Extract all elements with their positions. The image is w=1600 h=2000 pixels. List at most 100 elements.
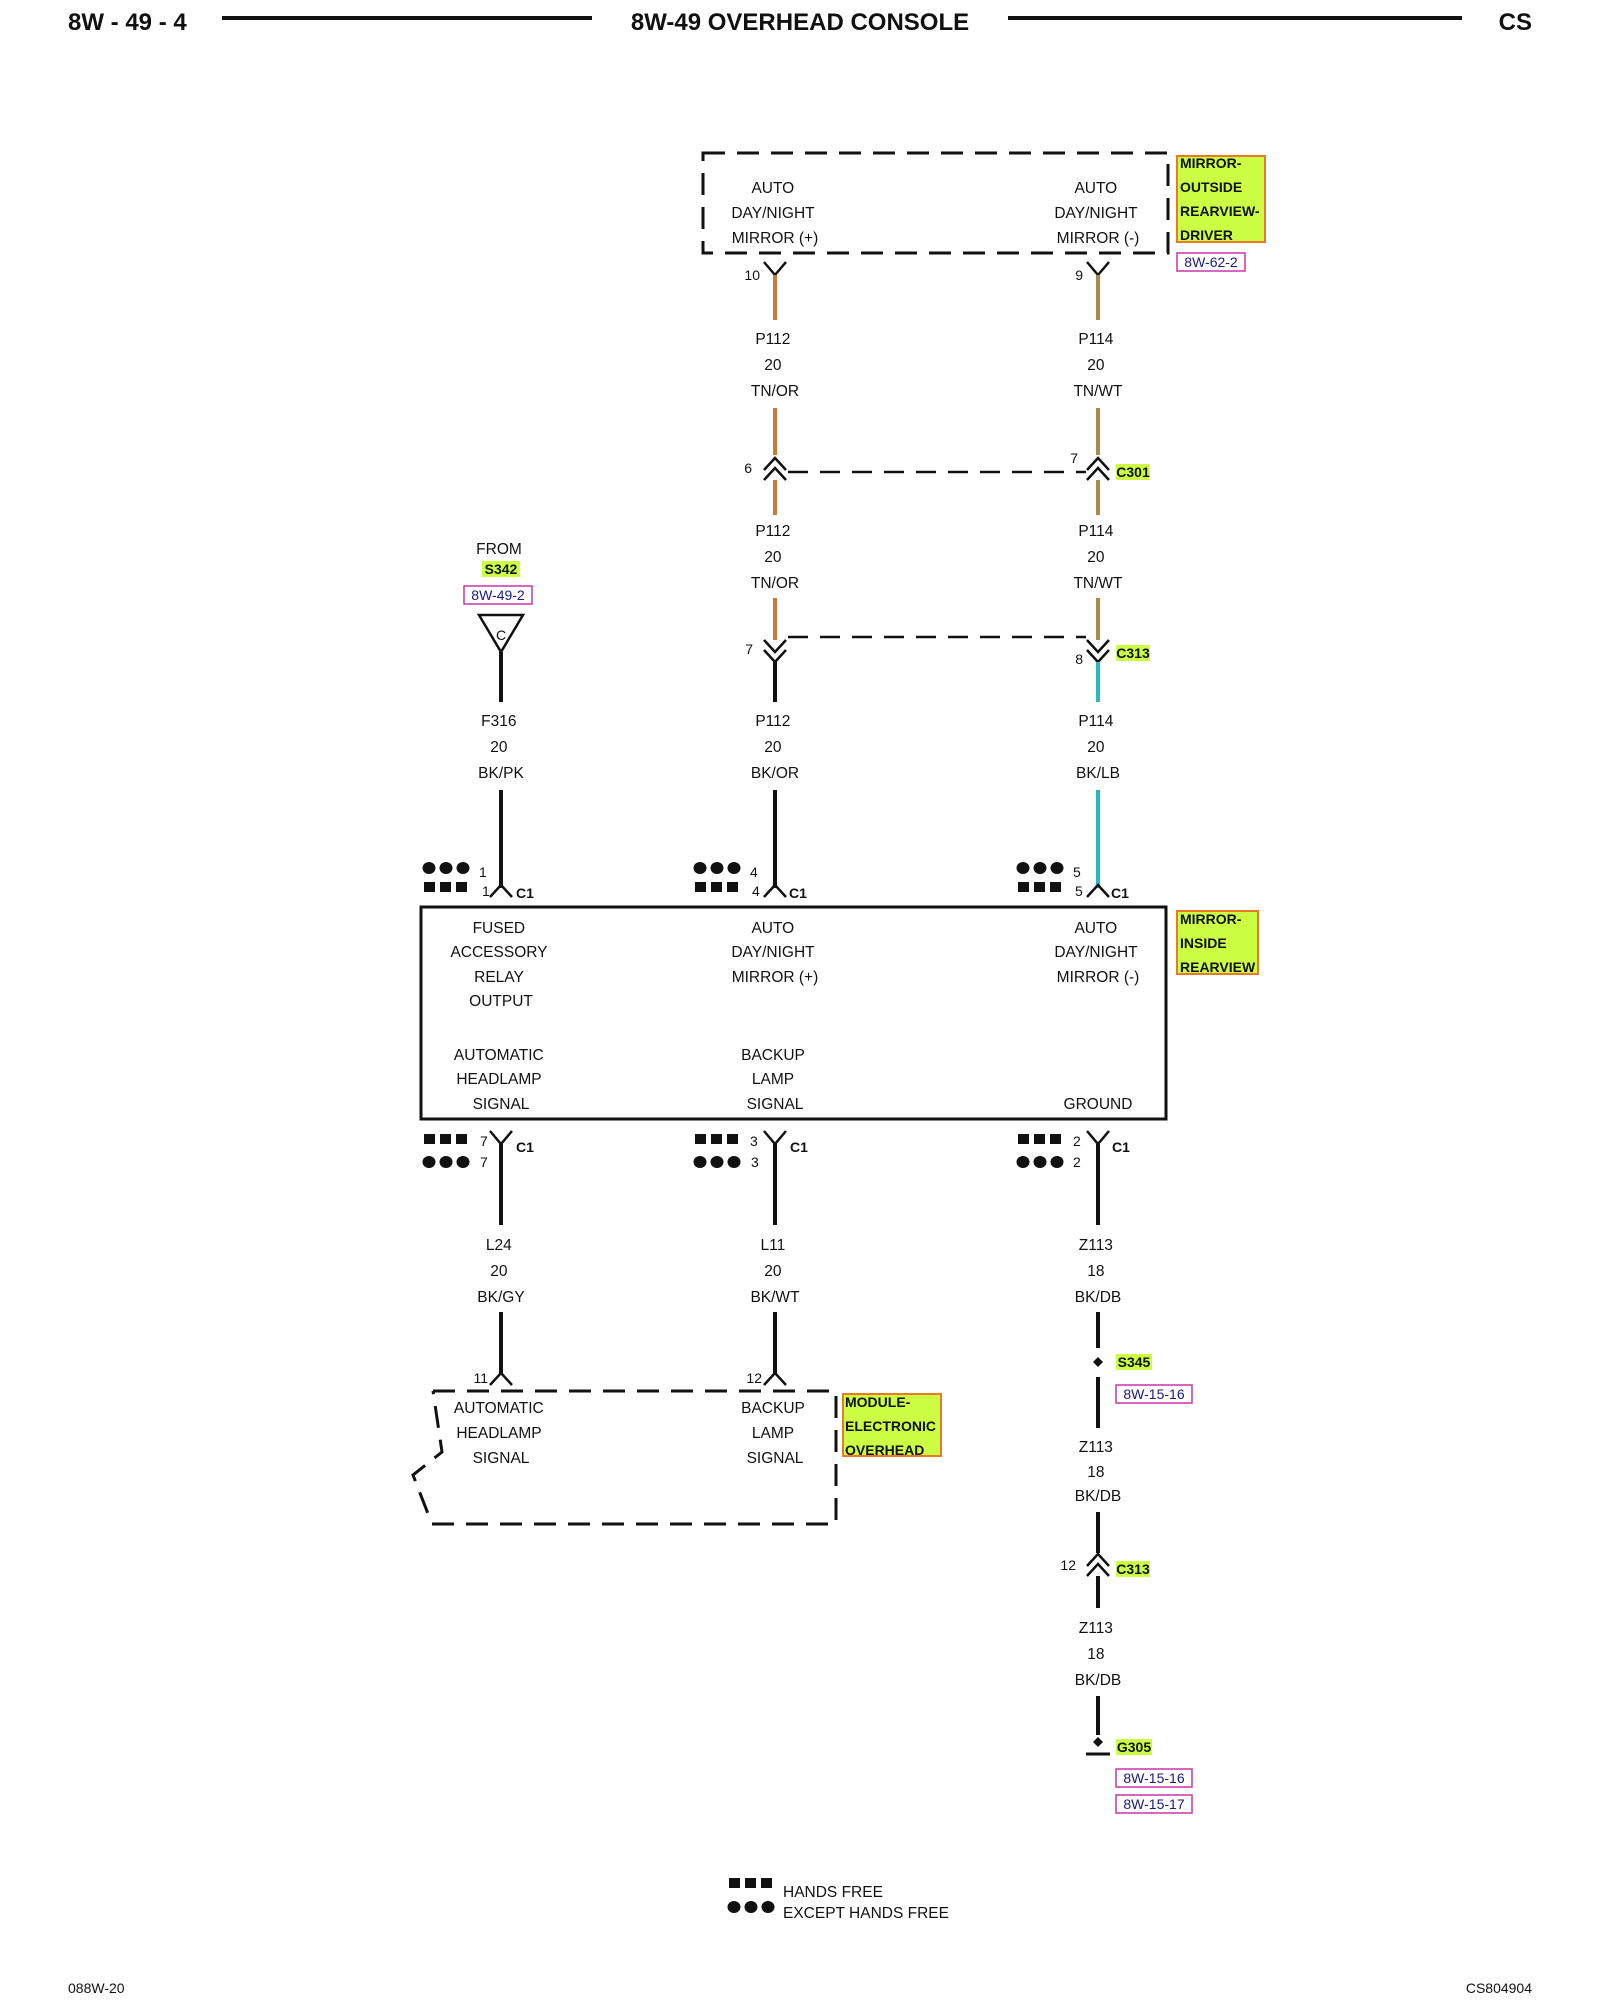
c313-tag[interactable]: C313 (1116, 645, 1150, 661)
svg-text:8W-15-16: 8W-15-16 (1123, 1770, 1184, 1786)
svg-text:8W-49-2: 8W-49-2 (471, 587, 525, 603)
legend-round-glyphs (727, 1901, 775, 1913)
outside-mirror-terminal-left (763, 261, 787, 277)
svg-text:C1: C1 (789, 885, 807, 901)
s345-tag[interactable]: S345 (1116, 1354, 1152, 1370)
svg-text:C1: C1 (1111, 885, 1129, 901)
outside-mirror-pin-plus: AUTO DAY/NIGHT MIRROR (+) (731, 180, 818, 247)
wire-label-z113-b: Z113 18 BK/DB (1075, 1439, 1122, 1505)
p112-circuit: 10 P112 20 TN/OR 6 P112 20 TN/OR 7 P112 … (744, 261, 799, 898)
svg-text:7: 7 (480, 1154, 488, 1170)
c313-ground-tag[interactable]: C313 (1116, 1561, 1150, 1577)
g305-ground-dot (1093, 1737, 1103, 1747)
c1-top-col2: 4 4 C1 (693, 862, 807, 901)
svg-text:8W-62-2: 8W-62-2 (1184, 254, 1238, 270)
c1-terminal-top-3 (1086, 883, 1110, 898)
s342-source: FROM S342 8W-49-2 C F316 20 BK/PK (463, 541, 533, 898)
inside-mirror-pin-backup: BACKUP LAMP SIGNAL (741, 1047, 809, 1113)
footer-right-code: CS804904 (1466, 1980, 1532, 1996)
svg-text:MODULE- ELECTRONIC: MODULE- ELECTRONIC OVERHEAD (845, 1394, 940, 1458)
inside-mirror-pin-plus: AUTO DAY/NIGHT MIRROR (+) (731, 920, 818, 986)
wire-label-p112-c: P112 20 BK/OR (751, 713, 799, 782)
l24-circuit: L24 20 BK/GY 11 (473, 1130, 525, 1386)
pin-c313-ground: 12 (1060, 1557, 1076, 1573)
wire-label-p112-b: P112 20 TN/OR (751, 523, 799, 592)
outside-mirror-terminal-right (1086, 261, 1110, 277)
wire-label-f316: F316 20 BK/PK (478, 713, 524, 782)
svg-text:C313: C313 (1116, 645, 1150, 661)
inside-mirror-pin-minus: AUTO DAY/NIGHT MIRROR (-) (1054, 920, 1141, 986)
wire-label-z113-a: Z113 18 BK/DB (1075, 1237, 1122, 1306)
splice-triangle (476, 613, 526, 655)
from-label: FROM (476, 541, 522, 558)
z113-circuit: Z113 18 BK/DB S345 8W-15-16 Z113 18 BK/D… (1060, 1130, 1193, 1814)
svg-text:C1: C1 (790, 1139, 808, 1155)
s345-ref-link[interactable]: 8W-15-16 (1115, 1384, 1193, 1404)
svg-text:S342: S342 (485, 561, 518, 577)
s342-tag[interactable]: S342 (482, 561, 520, 577)
page-number: 8W - 49 - 4 (68, 9, 187, 36)
svg-text:1: 1 (479, 864, 487, 880)
svg-text:C1: C1 (516, 885, 534, 901)
svg-text:MIRROR- INSIDE REA: MIRROR- INSIDE REARVIEW (1180, 911, 1256, 975)
module-terminal-left (489, 1371, 513, 1386)
svg-text:5: 5 (1075, 883, 1083, 899)
legend-square-glyphs (729, 1878, 772, 1888)
svg-text:8W-15-17: 8W-15-17 (1123, 1796, 1184, 1812)
inside-mirror-name-tag[interactable]: MIRROR- INSIDE REARVIEW (1176, 910, 1259, 975)
c313-terminal-left (763, 639, 787, 664)
svg-text:4: 4 (752, 883, 760, 899)
module-pin-headlamp: AUTOMATIC HEADLAMP SIGNAL (454, 1400, 548, 1467)
inside-mirror-pin-headlamp: AUTOMATIC HEADLAMP SIGNAL (454, 1047, 548, 1113)
l11-circuit: L11 20 BK/WT 12 (746, 1130, 800, 1386)
wire-label-l11: L11 20 BK/WT (750, 1237, 800, 1306)
pin-outside-right: 9 (1075, 267, 1083, 283)
svg-text:7: 7 (480, 1133, 488, 1149)
outside-mirror-pin-minus: AUTO DAY/NIGHT MIRROR (-) (1054, 180, 1141, 247)
c313-ground-terminal (1086, 1552, 1110, 1577)
c301-tag[interactable]: C301 (1116, 464, 1150, 480)
g305-ref-link-1[interactable]: 8W-15-16 (1115, 1768, 1193, 1788)
c1-terminal-top-1 (489, 883, 513, 898)
svg-text:G305: G305 (1117, 1739, 1151, 1755)
inside-mirror-pin-fused-accessory: FUSED ACCESSORY RELAY OUTPUT (450, 920, 551, 1010)
pin-c313-right: 8 (1075, 651, 1083, 667)
overhead-module-name-tag[interactable]: MODULE- ELECTRONIC OVERHEAD (842, 1393, 942, 1458)
c1-terminal-top-2 (763, 883, 787, 898)
svg-text:4: 4 (750, 864, 758, 880)
inside-mirror-component: FUSED ACCESSORY RELAY OUTPUT AUTO DAY/NI… (419, 905, 1168, 1121)
outside-mirror-ref-link[interactable]: 8W-62-2 (1176, 252, 1246, 272)
svg-text:5: 5 (1073, 864, 1081, 880)
svg-text:2: 2 (1073, 1154, 1081, 1170)
svg-text:C301: C301 (1116, 464, 1150, 480)
svg-text:1: 1 (482, 883, 490, 899)
c1-top-col3: 5 5 C1 (1016, 862, 1129, 901)
c301-terminal-right (1086, 456, 1110, 481)
g305-tag[interactable]: G305 (1116, 1739, 1152, 1755)
c1-bottom-col2: 3 3 C1 (693, 1133, 808, 1170)
c1-top-col1: 1 1 C1 (422, 862, 534, 901)
square-pin-glyphs (424, 882, 467, 892)
c313-terminal-right (1086, 639, 1110, 664)
svg-text:3: 3 (751, 1154, 759, 1170)
c1-bottom-pin-labels: 7 7 C1 3 3 C1 2 2 C1 (422, 1133, 1130, 1170)
c301-terminal-left (763, 456, 787, 481)
c1-terminal-bottom-3 (1086, 1130, 1110, 1146)
pin-outside-left: 10 (744, 267, 760, 283)
c1-terminal-bottom-1 (489, 1130, 513, 1146)
wire-label-z113-c: Z113 18 BK/DB (1075, 1620, 1122, 1689)
svg-text:C1: C1 (1112, 1139, 1130, 1155)
svg-text:8W-15-16: 8W-15-16 (1123, 1386, 1184, 1402)
legend-hands-free: HANDS FREE (783, 1884, 883, 1901)
s342-ref-link[interactable]: 8W-49-2 (463, 585, 533, 605)
g305-ref-link-2[interactable]: 8W-15-17 (1115, 1794, 1193, 1814)
module-terminal-right (763, 1371, 787, 1386)
pin-module-left: 11 (473, 1370, 488, 1386)
outside-mirror-name-tag[interactable]: MIRROR- OUTSIDE REARVIEW- DRIVER (1176, 155, 1266, 243)
vehicle-code: CS (1499, 9, 1532, 36)
svg-text:3: 3 (750, 1133, 758, 1149)
overhead-module-component: AUTOMATIC HEADLAMP SIGNAL BACKUP LAMP SI… (411, 1389, 838, 1526)
wire-label-p112-a: P112 20 TN/OR (751, 331, 799, 400)
c1-top-pin-labels: 1 1 C1 4 4 C1 5 5 C1 (422, 862, 1129, 901)
